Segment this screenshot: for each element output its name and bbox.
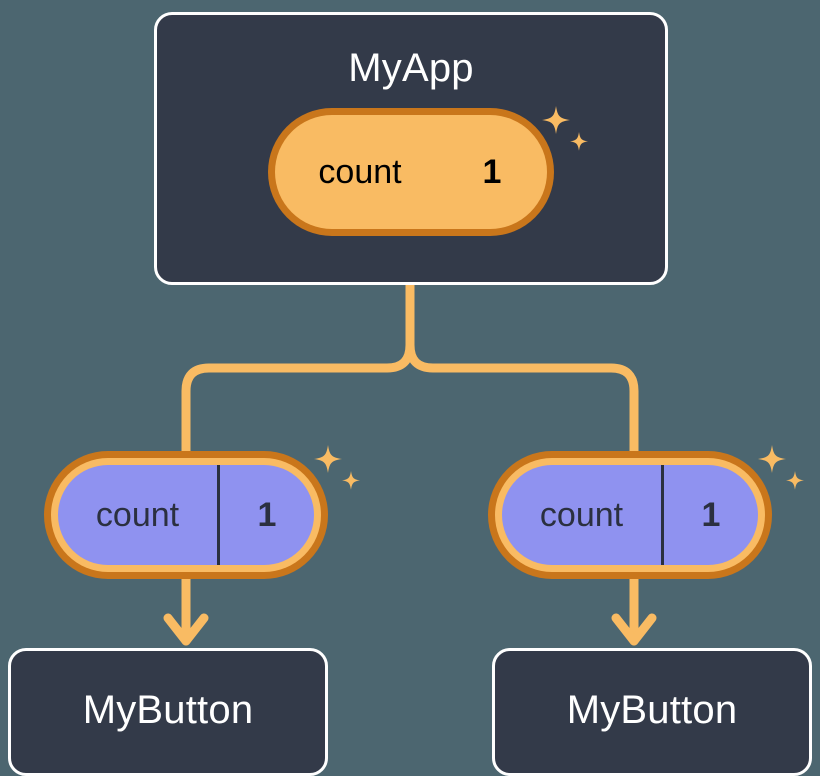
component-title: MyApp (348, 46, 474, 90)
component-card-mybutton-right[interactable]: MyButton (492, 648, 812, 776)
state-pill-left[interactable]: count 1 (44, 451, 328, 579)
arrow-down-icon (163, 613, 209, 646)
state-key: count (539, 496, 624, 534)
sparkle-icon (342, 471, 360, 490)
state-key: count (318, 153, 402, 191)
state-pill-myapp[interactable]: count 1 (268, 108, 554, 236)
state-value: 1 (482, 153, 502, 191)
component-title: MyButton (566, 688, 738, 732)
state-value: 1 (661, 465, 758, 565)
state-pill-right[interactable]: count 1 (488, 451, 772, 579)
arrow-down-icon (611, 613, 657, 646)
state-key: count (95, 496, 180, 534)
branch-connector-icon (181, 280, 415, 456)
component-title: MyButton (82, 688, 254, 732)
component-card-mybutton-left[interactable]: MyButton (8, 648, 328, 776)
branch-connector-icon (405, 340, 639, 456)
state-value: 1 (217, 465, 314, 565)
sparkle-icon (786, 471, 804, 490)
